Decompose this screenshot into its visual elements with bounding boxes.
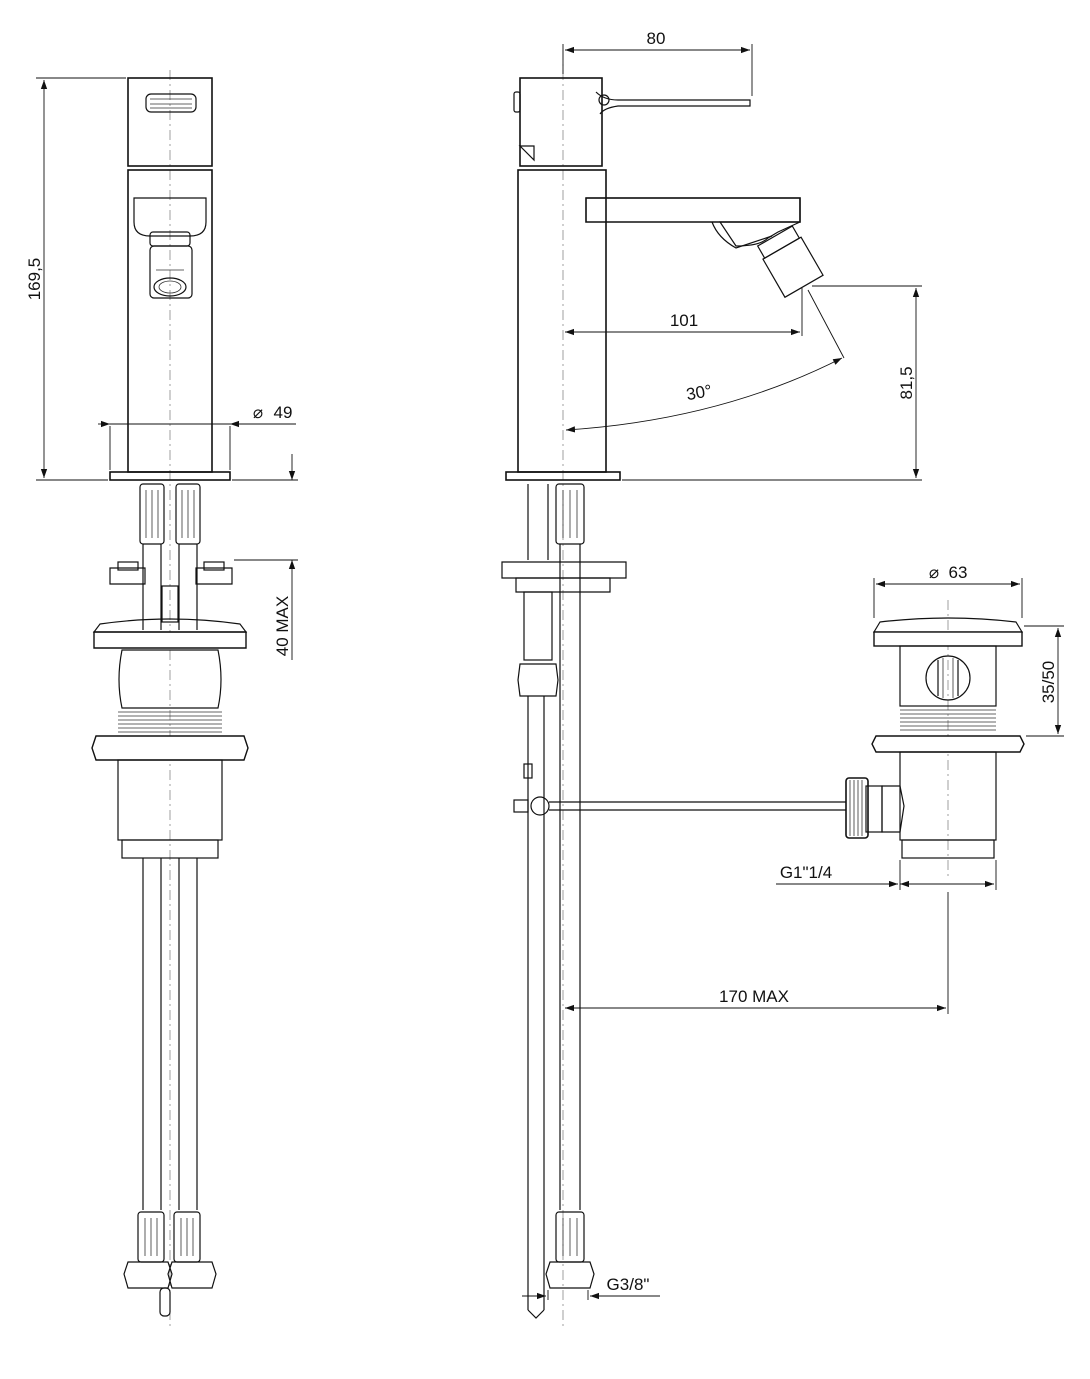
front-hose-connectors-lower bbox=[123, 1211, 217, 1317]
dim-spout-height: 81,5 bbox=[897, 366, 916, 399]
side-handle-block bbox=[519, 77, 603, 167]
waste-overflow-hole bbox=[925, 655, 971, 701]
dim-waste-thread: G1"1/4 bbox=[780, 863, 832, 882]
dim-mount-thickness: 40 MAX bbox=[273, 596, 292, 656]
dim-rod-length: 170 MAX bbox=[719, 987, 789, 1006]
dim-waste-diameter: 63 bbox=[949, 563, 968, 582]
side-view: 80 101 30° 81,5 bbox=[501, 29, 949, 1330]
dim-spout-reach: 101 bbox=[670, 311, 698, 330]
dim-diameter-symbol-49: ⌀ bbox=[253, 403, 263, 422]
dim-waste-range: 35/50 bbox=[1039, 661, 1058, 704]
front-popup-waste bbox=[91, 618, 249, 859]
waste-knurled-nut bbox=[845, 777, 869, 839]
front-base-plate bbox=[109, 471, 231, 481]
front-aerator bbox=[149, 245, 193, 299]
front-view: 169,5 ⌀ 49 40 MAX bbox=[25, 70, 298, 1330]
dim-handle-length: 80 bbox=[647, 29, 666, 48]
dim-base-diameter: 49 bbox=[274, 403, 293, 422]
dim-height-total: 169,5 bbox=[25, 258, 44, 301]
side-body bbox=[517, 169, 607, 473]
front-handle-block bbox=[127, 77, 213, 167]
dim-hose-thread: G3/8" bbox=[607, 1275, 650, 1294]
front-hose-connectors-upper bbox=[139, 483, 201, 545]
side-aerator bbox=[756, 225, 824, 299]
waste-detail-view: ⌀ 63 35/50 G1"1/4 bbox=[776, 563, 1064, 890]
dim-swivel-angle: 30° bbox=[685, 381, 714, 404]
dim-diameter-symbol-63: ⌀ bbox=[929, 563, 939, 582]
